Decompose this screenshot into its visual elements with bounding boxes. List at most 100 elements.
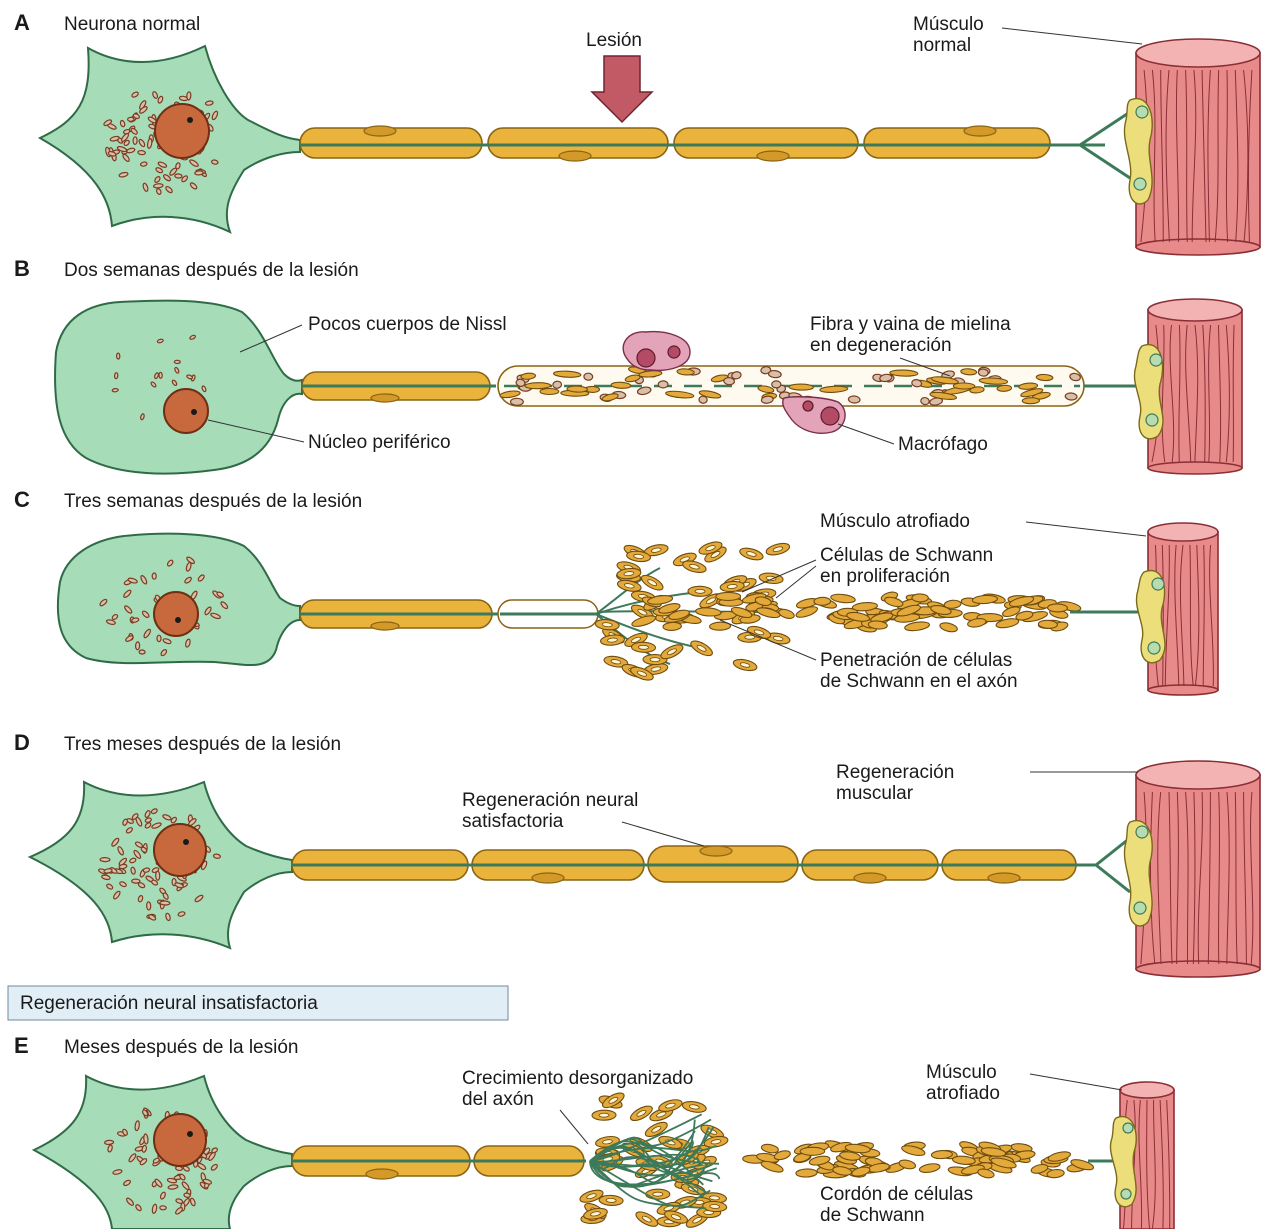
myelin-debris-fragment [1022,398,1039,404]
myelin-debris-fragment [1036,374,1053,381]
penetration-label-1: Penetración de células [820,650,1012,671]
schwann-cell [952,1155,975,1165]
schwann-cell [592,1110,616,1120]
disorganized-axon-growth [579,1090,729,1229]
nissl-body [138,150,146,155]
nissl-body [143,1134,148,1144]
muscle-normal [1124,39,1260,255]
schwann-cell [814,597,831,605]
nissl-body [139,650,145,654]
neural-regeneration-label-2: satisfactoria [462,811,564,832]
schwann-cell [800,1147,825,1155]
myelin-debris-fragment [848,396,860,404]
nissl-body [160,1206,167,1210]
schwann-cell [646,1189,670,1199]
nissl-body [135,642,139,650]
nissl-body [213,854,221,859]
leader-muscle-e [1030,1074,1122,1090]
leader-penetration [720,620,816,660]
nucleolus [191,409,197,415]
schwann-cell-column [631,590,1082,633]
panel-e-title: Meses después de la lesión [64,1037,298,1058]
myelin-sheath-d [292,846,1076,883]
nissl-body [147,902,151,910]
neuron-nucleus-c [154,592,198,636]
muscle-atrophied-label-e-1: Músculo [926,1062,997,1083]
nerve-terminal-d [1076,838,1130,892]
schwann-cell [919,1162,941,1173]
myelin-debris-fragment [525,382,551,388]
schwann-cell [1048,604,1068,612]
macrophage-bottom [783,397,845,433]
panel-e: Regeneración neural insatisfactoria E Me… [8,986,1174,1229]
schwann-cell [732,657,758,672]
nissl-body [133,137,137,145]
muscle-atrophied-c [1136,523,1218,695]
myelin-debris-fragment [890,370,918,377]
myelin-debris-fragment [961,368,977,375]
nissl-body [153,183,163,188]
schwann-cell [716,592,741,600]
nissl-body [132,879,140,883]
muscle-regeneration-label-2: muscular [836,783,914,804]
leader-neural-d [622,822,704,846]
myelin-debris-fragment [540,389,559,395]
peripheral-nucleus-label: Núcleo periférico [308,432,451,453]
nissl-label: Pocos cuerpos de Nissl [308,314,507,335]
nissl-body [157,635,161,641]
schwann-cell [689,638,715,658]
myelin-debris-fragment [611,382,631,389]
nissl-body [112,388,118,392]
schwann-cell [738,546,764,562]
muscle-b [1134,299,1242,474]
nucleolus [187,117,193,123]
myelin-debris-fragment [997,385,1012,392]
schwann-cell [657,1097,683,1113]
myelin-debris-fragment [510,398,523,405]
fiber-label-2: en degeneración [810,335,952,356]
nissl-body [211,159,218,164]
nissl-body [174,360,180,363]
muscle-atrophied-label-e-2: atrofiado [926,1083,1000,1104]
schwann-cell [688,586,712,596]
unsatisfactory-regeneration-title: Regeneración neural insatisfactoria [20,993,318,1014]
schwann-cord-label-2: de Schwann [820,1205,925,1226]
panel-c-letter: C [14,487,30,512]
myelin-debris-fragment [658,381,668,388]
myelin-debris-fragment [677,368,695,375]
myelin-debris-fragment [978,369,988,377]
schwann-cell [778,608,796,621]
schwann-cell [631,642,655,653]
myelin-debris-fragment [553,381,562,389]
myelin-debris-fragment [584,373,593,381]
nissl-body [160,901,170,906]
schwann-cell [884,595,904,608]
leader-growth [560,1110,588,1144]
lesion-arrow [592,56,652,122]
lesion-label: Lesión [586,30,642,51]
peripheral-nucleus [164,389,208,433]
panel-b: B Dos semanas después de la lesión [14,256,1242,474]
schwann-cell [695,607,721,617]
macrophage-label: Macrófago [898,434,988,455]
leader-muscle-c [1026,522,1146,536]
panel-d: D Tres meses después de la lesión [14,730,1260,977]
schwann-cell [663,622,682,631]
schwann-label-1: Células de Schwann [820,545,993,566]
leader-macrophage [838,424,894,444]
leader-schwann-1 [742,560,816,592]
fiber-label-1: Fibra y vaina de mielina [810,314,1011,335]
nissl-body [100,858,110,862]
muscle-normal-label-2: normal [913,35,971,56]
myelin-sheath [300,126,1050,161]
schwann-cell [1047,1150,1071,1163]
panel-b-letter: B [14,256,30,281]
schwann-cell [628,1103,654,1123]
schwann-cell [600,634,625,646]
panel-a: A Neurona normal Lesión [14,10,1260,255]
muscle-atrophied-e [1110,1082,1174,1229]
muscle-regeneration-label-1: Regeneración [836,762,954,783]
schwann-cell [682,559,708,575]
schwann-cell [639,573,665,593]
